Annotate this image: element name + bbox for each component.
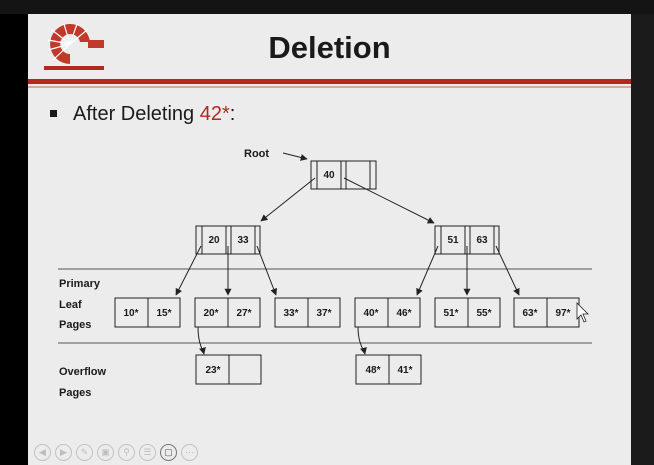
bullet-text: After Deleting 42*: [73,103,235,126]
slide-title: Deletion [268,30,391,65]
leaf-1-entry-2: 15* [156,308,171,319]
leaf-3-entry-2: 37* [316,308,331,319]
row-label-pages: Pages [59,319,91,331]
edge-inner-left-leaf-3 [256,245,277,296]
edge-inner-left-leaf-1 [175,245,202,296]
nav-menu-icon[interactable]: ☰ [139,444,156,461]
root-key-1: 40 [323,170,335,181]
leaf-3-entry-1: 33* [283,308,298,319]
edge-root-left [260,177,316,222]
slide-navigation-controls: ◀ ▶ ✎ ▣ ⚲ ☰ ▢ ⋯ [34,444,198,461]
inner-left-key-1: 20 [208,235,220,246]
nav-save-icon[interactable]: ▣ [97,444,114,461]
overflow-right-entry-2: 41* [397,365,412,376]
leaf-6-entry-1: 63* [522,308,537,319]
nav-first-icon[interactable]: ◀ [34,444,51,461]
row-label-primary: Primary [59,278,101,290]
nav-screen-icon[interactable]: ▢ [160,444,177,461]
leaf-2-entry-1: 20* [203,308,218,319]
btree-diagram: Root 40 20 33 51 63 [58,148,592,399]
row-label-overflow-pages: Pages [59,387,91,399]
title-divider-shadow [28,86,631,88]
bullet-suffix: : [229,103,236,125]
nav-pen-icon[interactable]: ✎ [76,444,93,461]
bullet-marker [50,110,57,117]
nav-more-icon[interactable]: ⋯ [181,444,198,461]
bullet-prefix: After Deleting [73,103,200,125]
edge-root-right [343,177,435,224]
overflow-page-left: 23* [195,354,262,385]
inner-right-key-2: 63 [476,235,488,246]
leaf-page-3: 33* 37* [274,297,341,328]
nav-zoom-icon[interactable]: ⚲ [118,444,135,461]
leaf-2-entry-2: 27* [236,308,251,319]
edge-inner-right-leaf-6 [495,245,520,296]
overflow-left-entry-1: 23* [205,365,220,376]
edge-inner-right-leaf-4 [416,245,439,296]
leaf-page-4: 40* 46* [354,297,421,328]
overflow-link-left [197,326,206,355]
university-logo-icon [44,23,104,70]
overflow-page-right: 48* 41* [355,354,422,385]
slide: Deletion After Deleting 42*: Root 40 [28,14,631,465]
title-divider [28,79,631,84]
leaf-page-5: 51* 55* [434,297,501,328]
leaf-4-entry-2: 46* [396,308,411,319]
leaf-5-entry-2: 55* [476,308,491,319]
leaf-page-6: 63* 97* [513,297,580,328]
leaf-page-2: 20* 27* [194,297,261,328]
inner-node-right: 51 63 [434,225,500,255]
root-label: Root [244,148,269,160]
top-letterbox [0,0,654,14]
overflow-right-entry-1: 48* [365,365,380,376]
root-node: 40 [310,160,377,190]
mouse-cursor-icon [576,302,589,323]
nav-prev-icon[interactable]: ▶ [55,444,72,461]
leaf-page-1: 10* 15* [114,297,181,328]
leaf-6-entry-2: 97* [555,308,570,319]
row-label-overflow: Overflow [59,366,107,378]
inner-left-key-2: 33 [237,235,249,246]
root-pointer-arrow [282,152,308,161]
leaf-5-entry-1: 51* [443,308,458,319]
leaf-4-entry-1: 40* [363,308,378,319]
row-label-leaf: Leaf [59,299,82,311]
overflow-link-right [357,326,367,355]
leaf-1-entry-1: 10* [123,308,138,319]
inner-right-key-1: 51 [447,235,459,246]
right-letterbox [631,14,654,465]
bullet-deleted-key: 42* [199,103,230,125]
